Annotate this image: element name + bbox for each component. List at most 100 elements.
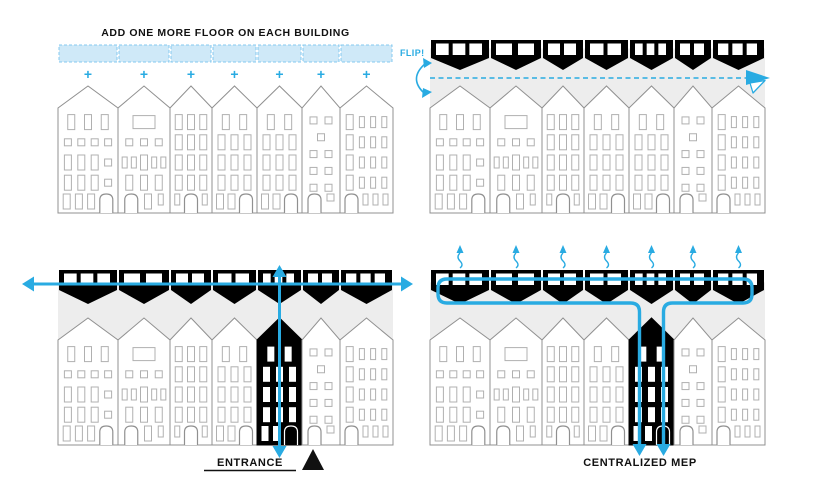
paper-plane-icon <box>746 70 770 94</box>
window <box>199 134 208 151</box>
window <box>125 174 134 191</box>
window <box>615 406 624 423</box>
flipped-floor-window <box>452 43 466 55</box>
plus-icons-row: +++++++ <box>84 66 371 82</box>
window <box>63 174 72 191</box>
window <box>104 138 113 147</box>
flipped-floor-window <box>360 273 371 285</box>
window <box>370 176 377 189</box>
flipped-floor-window <box>97 273 110 285</box>
window <box>644 193 653 210</box>
window <box>63 406 72 423</box>
window <box>449 386 458 403</box>
window <box>516 425 524 442</box>
window <box>730 116 737 129</box>
window <box>681 348 690 357</box>
window <box>523 388 530 401</box>
window <box>62 193 71 210</box>
window <box>358 368 365 381</box>
window <box>717 406 726 423</box>
window <box>754 425 761 438</box>
window <box>140 138 148 147</box>
window <box>140 174 148 191</box>
window <box>559 346 567 363</box>
flipped-floor-window <box>496 43 512 55</box>
window <box>435 386 444 403</box>
window <box>87 193 96 210</box>
exhaust-wavy-arrows <box>456 245 742 269</box>
window <box>512 386 520 403</box>
window <box>382 193 389 206</box>
building-row <box>429 85 766 214</box>
window <box>187 114 195 131</box>
window <box>74 193 83 210</box>
window <box>84 114 92 131</box>
window <box>326 193 335 202</box>
plus-icon: + <box>230 66 238 82</box>
window <box>615 154 624 171</box>
window <box>526 174 535 191</box>
window <box>559 386 567 403</box>
window <box>199 114 208 131</box>
window <box>221 346 230 363</box>
window <box>753 368 760 381</box>
window <box>730 136 737 149</box>
wavy-arrow-head <box>603 245 610 253</box>
window <box>358 116 365 129</box>
window <box>187 366 195 383</box>
window <box>358 408 365 421</box>
window <box>602 406 611 423</box>
window <box>100 346 109 363</box>
window <box>157 193 164 206</box>
flipped-floor-window <box>218 273 232 285</box>
window <box>174 154 183 171</box>
wavy-arrow-head <box>559 245 567 253</box>
window <box>345 174 354 191</box>
door-arch <box>555 425 571 445</box>
window <box>326 425 335 434</box>
new-floor-segment <box>170 44 212 63</box>
window <box>734 425 741 438</box>
window <box>589 366 598 383</box>
window <box>90 138 99 147</box>
window <box>462 138 471 147</box>
window <box>546 154 555 171</box>
window <box>272 193 281 210</box>
window <box>696 348 705 357</box>
flipped-floor-window <box>64 273 77 285</box>
door-arch <box>307 425 322 445</box>
window <box>730 348 737 361</box>
window <box>362 425 369 438</box>
window <box>512 174 520 191</box>
window <box>446 425 455 442</box>
window <box>358 176 365 189</box>
mep-pipe-loop <box>436 277 754 456</box>
plus-icon: + <box>275 66 283 82</box>
window <box>221 114 230 131</box>
window <box>77 174 86 191</box>
panel-entrance: ENTRANCE <box>22 265 413 472</box>
window <box>239 114 248 131</box>
wavy-arrow-icon <box>560 252 566 269</box>
window <box>284 114 293 131</box>
window <box>602 174 611 191</box>
window <box>309 382 318 391</box>
window <box>345 114 354 131</box>
new-floor-segment <box>302 44 340 63</box>
window <box>615 134 624 151</box>
window <box>648 366 655 382</box>
building-row <box>57 85 394 214</box>
window <box>472 346 481 363</box>
window <box>599 193 608 210</box>
window <box>121 388 128 401</box>
window <box>602 154 611 171</box>
window <box>289 366 296 382</box>
flipped-floor-window <box>235 273 249 285</box>
window <box>439 114 448 131</box>
window <box>174 386 183 403</box>
window <box>742 368 749 381</box>
new-floor-dashed-strip <box>58 44 393 63</box>
window <box>456 114 464 131</box>
window <box>462 154 471 171</box>
window <box>573 425 580 438</box>
